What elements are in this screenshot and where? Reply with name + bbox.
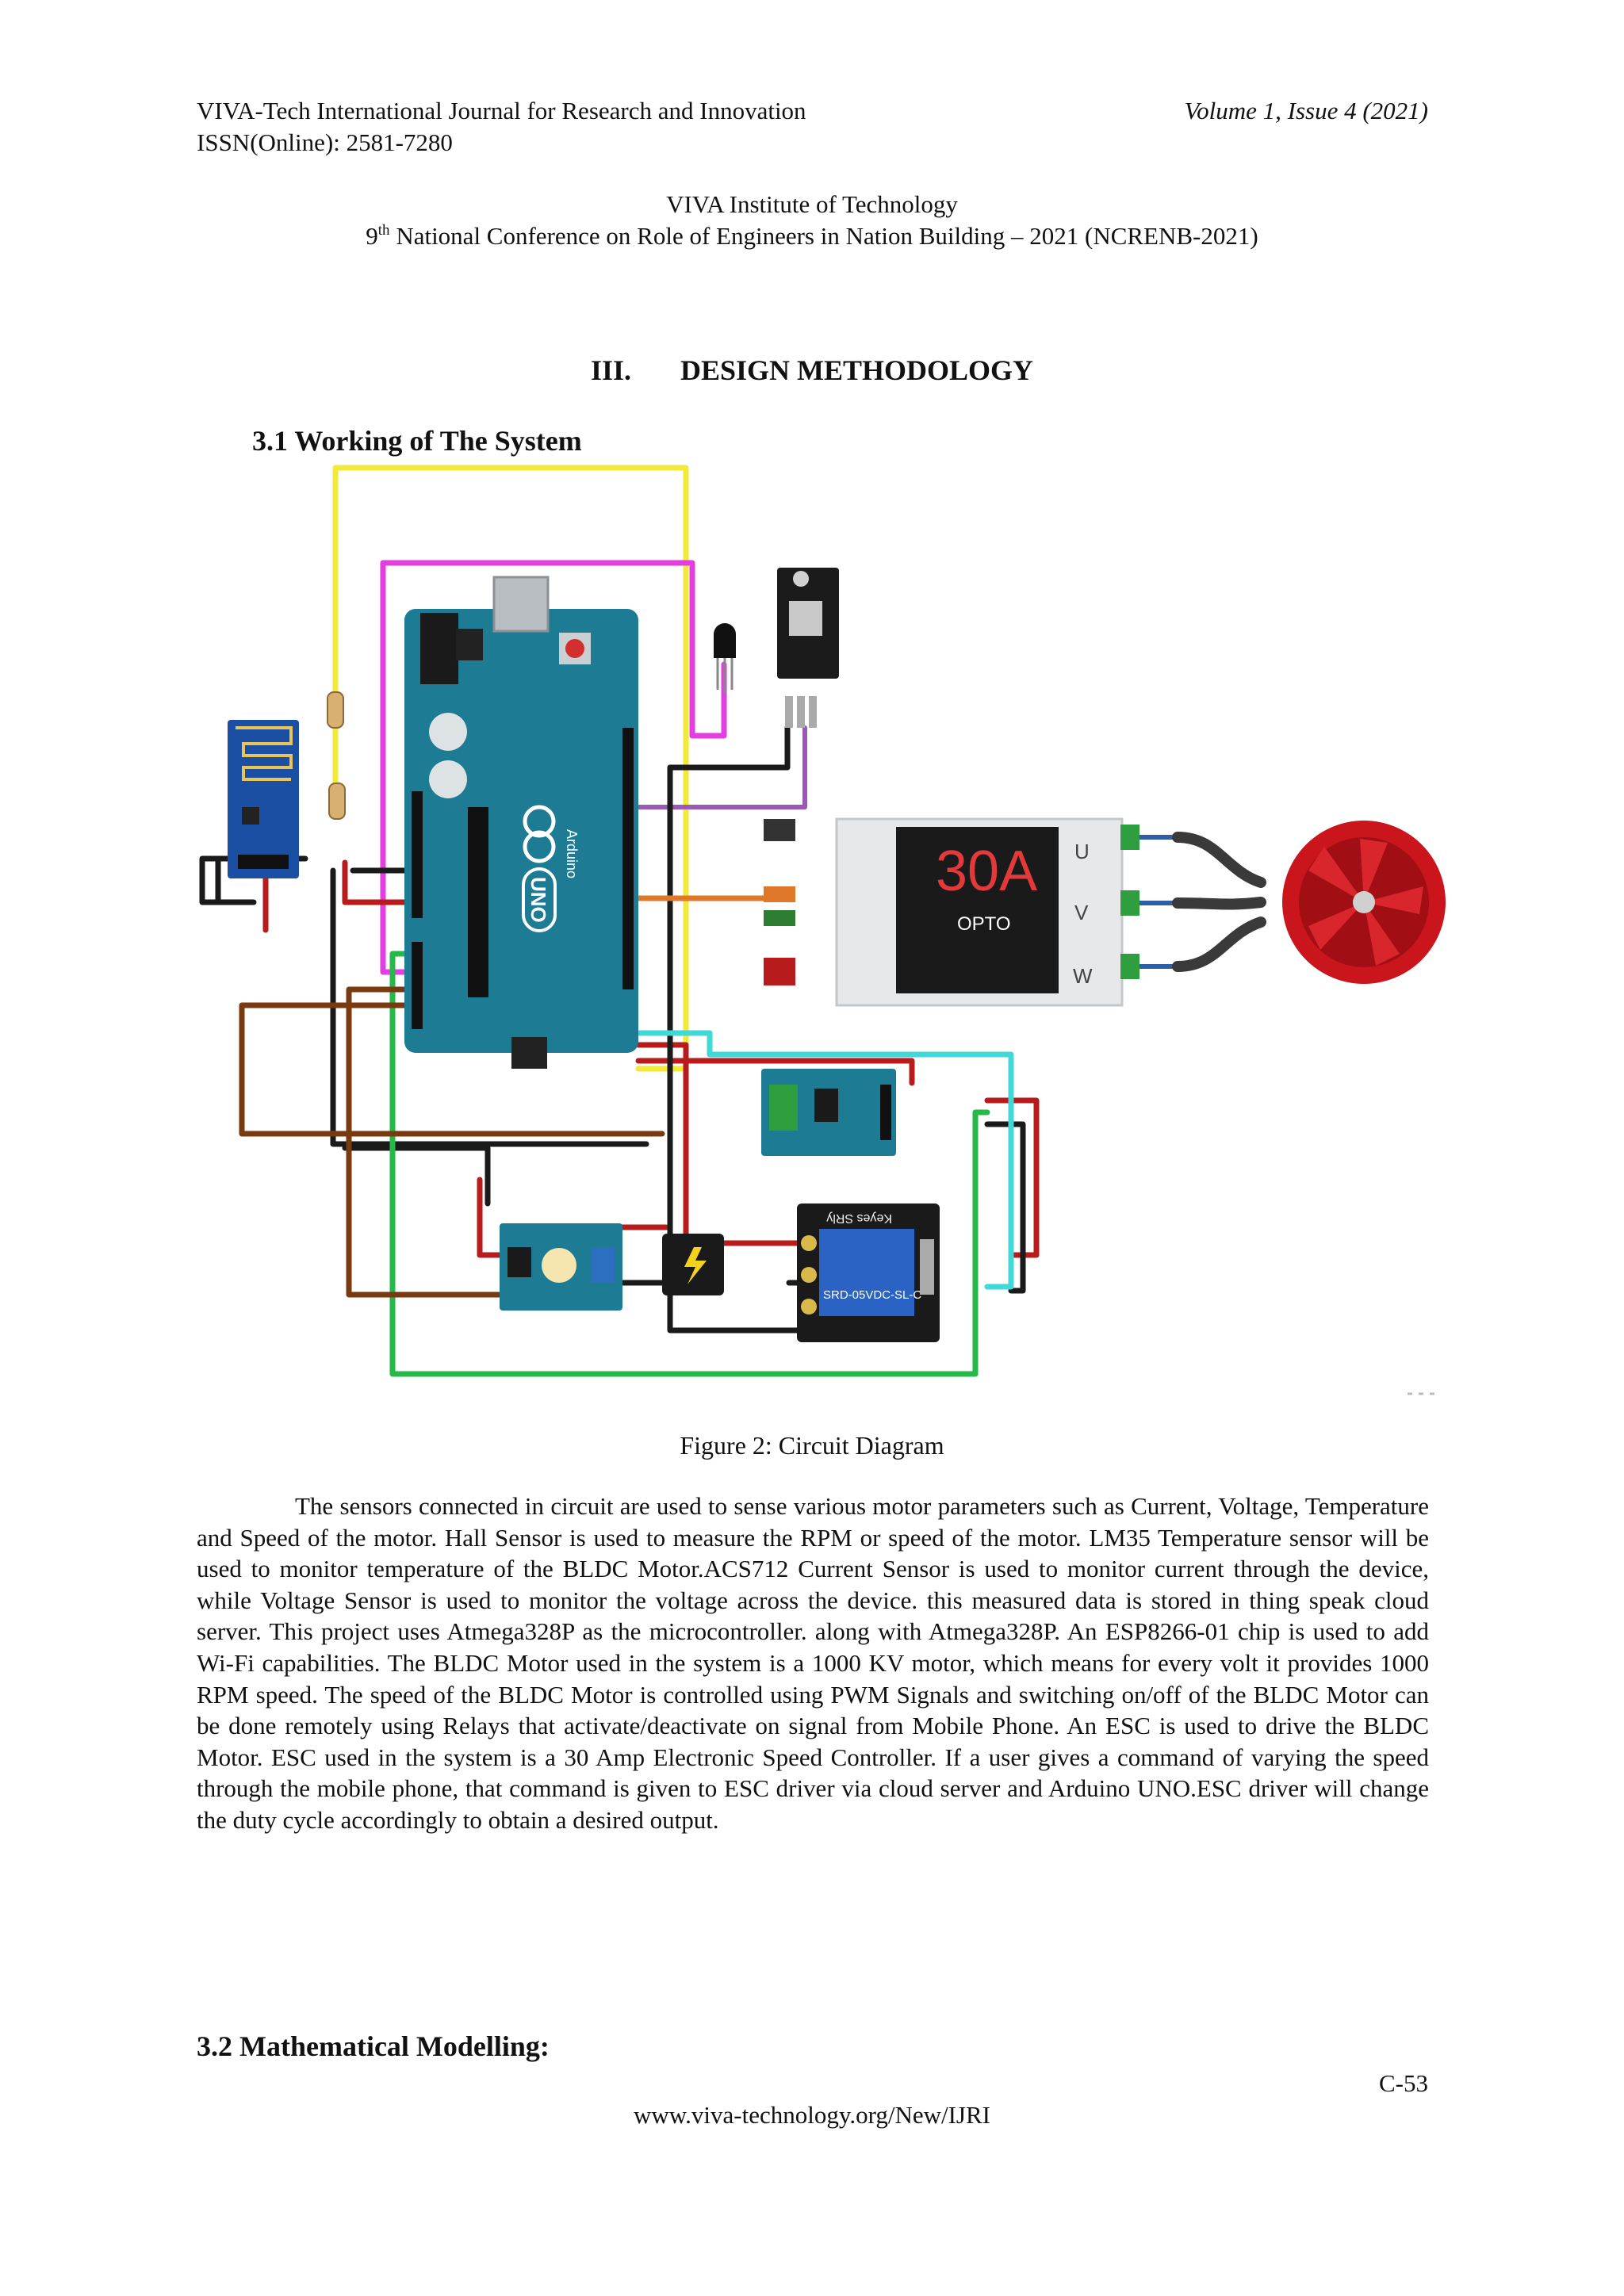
- wire-cyan: [631, 1030, 1014, 1290]
- subsection-heading-3-2: 3.2 Mathematical Modelling:: [197, 2030, 550, 2062]
- resistor-2: [328, 783, 346, 820]
- esc-phase-u: U: [1074, 840, 1090, 863]
- page-number: C-53: [1379, 2069, 1428, 2097]
- wire-green: [389, 951, 990, 1377]
- section-heading: III. DESIGN METHODOLOGY: [0, 354, 1624, 387]
- arduino-uno-board: Arduino UNO: [404, 576, 638, 1069]
- hall-sensor-module: [777, 568, 839, 728]
- conference-name: 9th National Conference on Role of Engin…: [366, 222, 1258, 250]
- esc-phase-w: W: [1073, 964, 1093, 988]
- relay-module: Keyes SRly SRD-05VDC-SL-C: [797, 1203, 940, 1342]
- resistor-1: [327, 691, 344, 729]
- relay-part-text: SRD-05VDC-SL-C: [823, 1288, 921, 1302]
- circuit-diagram: Arduino UNO 30A OPTO U V W: [199, 465, 1446, 1395]
- subsection-heading-3-1: 3.1 Working of The System: [252, 425, 582, 457]
- esc-label-text: OPTO: [957, 913, 1011, 935]
- footer-url[interactable]: www.viva-technology.org/New/IJRI: [634, 2101, 990, 2129]
- lm35-sensor: [714, 623, 736, 694]
- body-paragraph: The sensors connected in circuit are use…: [197, 1492, 1429, 1834]
- wire-magenta: [380, 560, 727, 975]
- esp8266-module: [228, 720, 299, 878]
- esc-rating-text: 30A: [936, 840, 1037, 903]
- wire-purple: [620, 725, 807, 809]
- journal-name: VIVA-Tech International Journal for Rese…: [197, 97, 806, 124]
- institute-name: VIVA Institute of Technology: [666, 190, 958, 218]
- esc-phase-v: V: [1074, 901, 1089, 924]
- section-title: DESIGN METHODOLOGY: [680, 354, 1034, 386]
- dc-power-jack: [662, 1234, 724, 1295]
- wire-brown: [239, 986, 665, 1298]
- arduino-brand-text: Arduino: [564, 829, 580, 878]
- volume-issue: Volume 1, Issue 4 (2021): [1184, 97, 1428, 124]
- figure-caption: Figure 2: Circuit Diagram: [680, 1431, 944, 1460]
- arduino-model-text: UNO: [527, 877, 550, 923]
- section-number: III.: [590, 354, 631, 386]
- relay-brand-text: Keyes SRly: [826, 1211, 892, 1225]
- voltage-sensor: [500, 1223, 622, 1311]
- esc-module: 30A OPTO U V W: [764, 817, 1139, 1007]
- bldc-motor: [1282, 821, 1446, 984]
- wire-red-1: [262, 855, 915, 1246]
- acs712-current-sensor: [761, 1069, 896, 1156]
- issn: ISSN(Online): 2581-7280: [197, 128, 453, 156]
